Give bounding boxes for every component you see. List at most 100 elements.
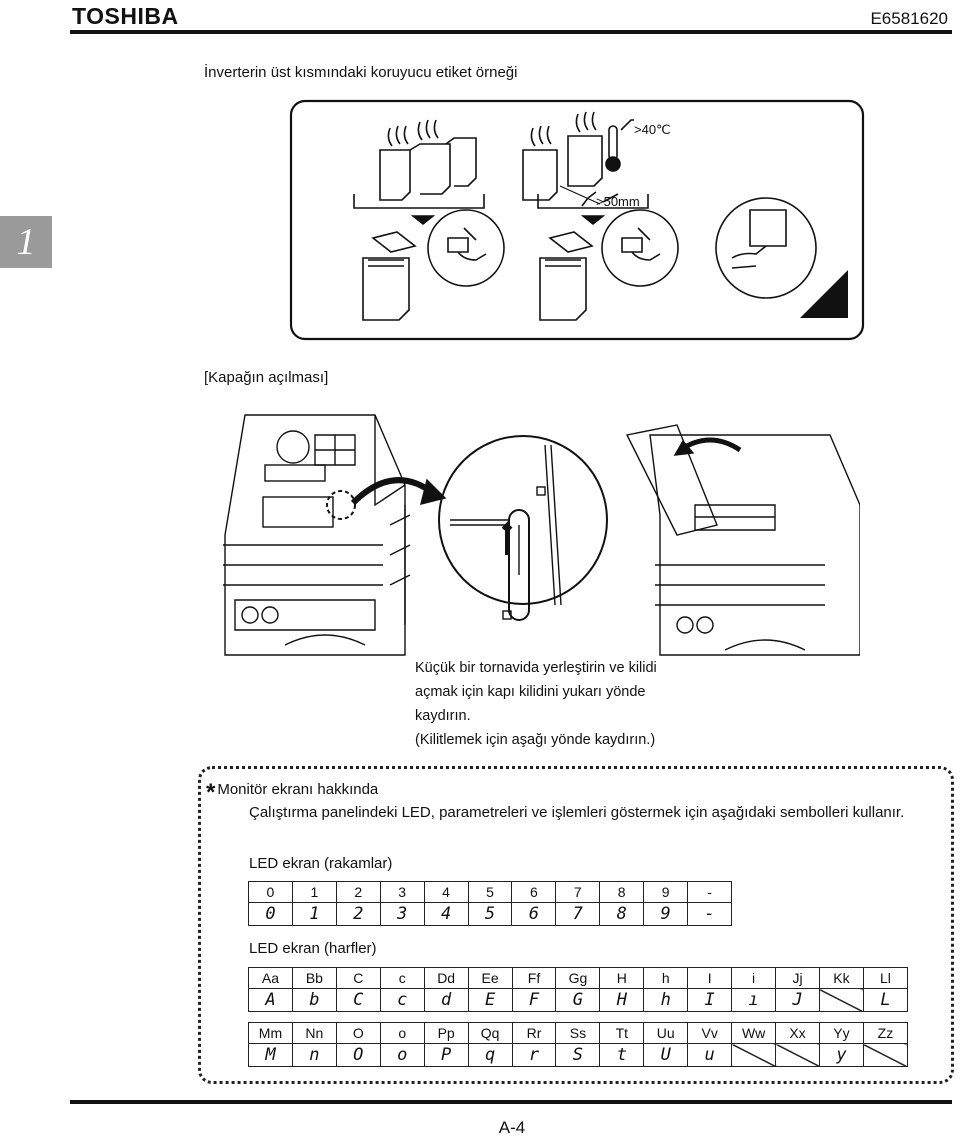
inverter-with-label-icon-2 xyxy=(539,231,594,321)
footer-rule xyxy=(70,1100,952,1104)
inverter-with-label-icon xyxy=(362,231,417,321)
led-segment-cell: u xyxy=(687,1043,733,1067)
instruction-line: açmak için kapı kilidini yukarı yönde xyxy=(415,684,646,700)
led-segment-cell: J xyxy=(775,988,820,1012)
instruction-line: Küçük bir tornavida yerleştirin ve kilid… xyxy=(415,660,657,676)
led-segment-cell: n xyxy=(291,1043,337,1067)
led-segment-cell: L xyxy=(862,988,909,1012)
letters-label: LED ekran (harfler) xyxy=(249,940,377,957)
led-char-cell: Ee xyxy=(467,967,513,989)
led-char-cell: I xyxy=(687,967,733,989)
led-char-cell: Ww xyxy=(731,1022,777,1044)
monitor-note-box xyxy=(198,766,954,1084)
led-char-cell: c xyxy=(379,967,425,989)
distance-label: >50mm xyxy=(596,194,640,209)
instruction-line: kaydırın. xyxy=(415,708,471,724)
cover-opening-illustration xyxy=(223,414,860,656)
led-char-cell: 4 xyxy=(423,881,469,903)
led-char-cell: Gg xyxy=(555,967,601,989)
led-segment-cell: F xyxy=(511,988,557,1012)
led-unavailable-cell xyxy=(775,1043,820,1067)
peel-label-circle-2 xyxy=(601,209,679,287)
led-unavailable-cell xyxy=(862,1043,909,1067)
led-segment-cell: G xyxy=(555,988,601,1012)
led-char-cell: 8 xyxy=(599,881,645,903)
led-char-cell: Zz xyxy=(862,1022,909,1044)
chapter-tab: 1 xyxy=(0,216,52,268)
led-char-cell: 5 xyxy=(467,881,513,903)
led-segment-cell: 4 xyxy=(423,902,469,926)
led-segment-cell: 7 xyxy=(555,902,601,926)
monitor-note-title: Monitör ekranı hakkında xyxy=(217,781,379,798)
led-segment-cell: 3 xyxy=(379,902,425,926)
document-code: E6581620 xyxy=(870,9,948,28)
led-segment-cell: r xyxy=(511,1043,557,1067)
led-segment-cell: - xyxy=(687,902,732,926)
led-segment-cell: 5 xyxy=(467,902,513,926)
led-char-cell: Bb xyxy=(291,967,337,989)
led-char-cell: Qq xyxy=(467,1022,513,1044)
led-segment-cell: O xyxy=(335,1043,381,1067)
led-char-cell: Ll xyxy=(862,967,909,989)
led-segment-cell: b xyxy=(291,988,337,1012)
led-segment-cell: o xyxy=(379,1043,425,1067)
digits-label: LED ekran (rakamlar) xyxy=(249,855,393,872)
led-segment-cell: M xyxy=(248,1043,293,1067)
header-rule xyxy=(70,30,952,34)
page-number: A-4 xyxy=(498,1118,526,1137)
led-segment-cell: 0 xyxy=(248,902,293,926)
door-lock-detail-circle xyxy=(438,435,608,621)
led-char-cell: Vv xyxy=(687,1022,733,1044)
spaced-inverters-icon xyxy=(522,111,634,207)
led-char-cell: Xx xyxy=(775,1022,820,1044)
led-char-cell: Ff xyxy=(511,967,557,989)
cover-instructions: Küçük bir tornavida yerleştirin ve kilid… xyxy=(415,656,657,752)
monitor-note-heading: *Monitör ekranı hakkında xyxy=(206,779,378,807)
led-char-cell: Mm xyxy=(248,1022,293,1044)
monitor-note-body: Çalıştırma panelindeki LED, parametreler… xyxy=(249,804,905,821)
led-char-cell: C xyxy=(335,967,381,989)
led-char-cell: Kk xyxy=(818,967,864,989)
led-unavailable-cell xyxy=(818,988,864,1012)
led-segment-cell: t xyxy=(599,1043,645,1067)
asterisk-icon: * xyxy=(206,779,216,806)
led-segment-cell: 8 xyxy=(599,902,645,926)
led-unavailable-cell xyxy=(731,1043,777,1067)
led-segment-cell: 1 xyxy=(291,902,337,926)
led-char-cell: 3 xyxy=(379,881,425,903)
led-char-cell: Ss xyxy=(555,1022,601,1044)
led-char-cell: 1 xyxy=(291,881,337,903)
led-char-cell: H xyxy=(599,967,645,989)
led-char-cell: 2 xyxy=(335,881,381,903)
led-char-cell: 6 xyxy=(511,881,557,903)
led-segment-cell: d xyxy=(423,988,469,1012)
protective-label-illustration: >40℃ >50mm xyxy=(289,99,865,341)
led-segment-cell: h xyxy=(643,988,689,1012)
led-segment-cell: 6 xyxy=(511,902,557,926)
led-char-cell: Nn xyxy=(291,1022,337,1044)
led-char-cell: O xyxy=(335,1022,381,1044)
led-segment-cell: S xyxy=(555,1043,601,1067)
brand-logo: TOSHIBA xyxy=(72,3,179,29)
led-char-cell: Dd xyxy=(423,967,469,989)
led-segment-cell: I xyxy=(687,988,733,1012)
led-segment-cell: U xyxy=(643,1043,689,1067)
led-char-cell: h xyxy=(643,967,689,989)
instruction-line: (Kilitlemek için aşağı yönde kaydırın.) xyxy=(415,732,656,748)
led-segment-cell: 9 xyxy=(643,902,689,926)
led-char-cell: Yy xyxy=(818,1022,864,1044)
led-segment-cell: y xyxy=(818,1043,864,1067)
led-char-cell: Aa xyxy=(248,967,293,989)
led-segment-cell: A xyxy=(248,988,293,1012)
led-segment-cell: ı xyxy=(731,988,777,1012)
peel-label-circle xyxy=(427,209,505,287)
temperature-label: >40℃ xyxy=(634,122,671,137)
led-segment-cell: q xyxy=(467,1043,513,1067)
led-char-cell: Jj xyxy=(775,967,820,989)
led-segment-cell: H xyxy=(599,988,645,1012)
led-segment-cell: C xyxy=(335,988,381,1012)
removed-label-circle xyxy=(715,197,817,299)
